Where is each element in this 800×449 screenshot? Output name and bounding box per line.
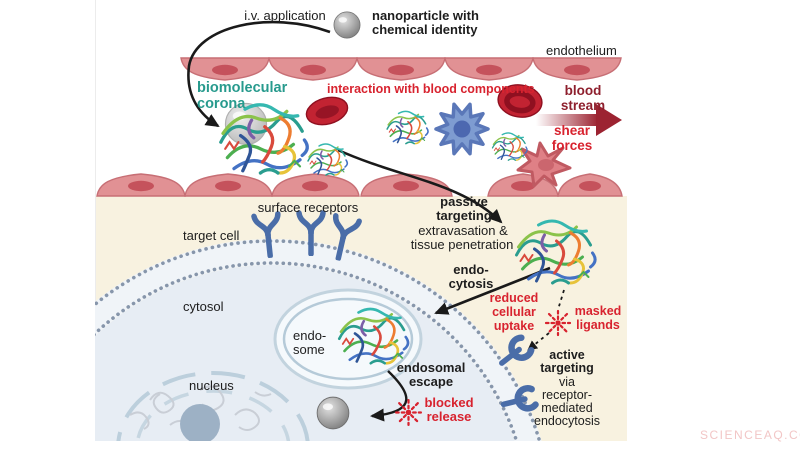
masked-ligands-label-line2: ligands <box>576 318 620 332</box>
blood-stream-label-line2: stream <box>560 98 606 113</box>
membrane-receptor-icon <box>499 334 535 366</box>
endothelium-label: endothelium <box>546 43 617 58</box>
watermark: SCIENCEAQ.COM <box>700 428 800 442</box>
reduced-uptake-label-line1: reduced <box>489 291 539 305</box>
blood-stream-label-line1: blood <box>564 83 602 98</box>
iv-application-label: i.v. application <box>244 8 326 23</box>
endothelium-row-bottom-nuclei <box>128 180 601 192</box>
nucleus-label: nucleus <box>189 378 234 393</box>
active-targeting-label-line6: endocytosis <box>533 414 601 428</box>
target-cell-label: target cell <box>183 228 240 243</box>
passive-targeting-label-line2: targeting <box>436 208 492 223</box>
shear-forces-label-line2: forces <box>551 138 593 153</box>
endothelium-row-top-nuclei <box>212 64 590 76</box>
bloodstream-arrow-icon <box>536 104 622 136</box>
extravasation-arrow <box>337 148 503 224</box>
nucleus <box>116 371 310 441</box>
membrane-receptor-icon <box>500 385 539 412</box>
biomolecular-corona-label-line2: corona <box>197 96 246 112</box>
endosomal-escape-label-line2: escape <box>408 374 454 389</box>
nanoparticle-label-line2: chemical identity <box>372 22 478 37</box>
dendritic-cell-icon <box>434 102 490 156</box>
endosome-label-line2: some <box>293 342 325 357</box>
extravasation-label: extravasation & <box>418 223 508 238</box>
active-targeting-label-line5: mediated <box>541 401 593 415</box>
masked-ligands-label-line1: masked <box>574 304 622 318</box>
masked-ligand-dashed-line <box>557 289 565 311</box>
interaction-label: interaction with blood components <box>327 82 535 96</box>
active-targeting-label-line3: via <box>559 375 575 389</box>
shear-forces-label-line1: shear <box>553 123 591 138</box>
blocked-release-label-line2: release <box>426 409 472 424</box>
surface-receptors-label: surface receptors <box>257 200 359 215</box>
iv-injection-arrow <box>187 20 331 128</box>
endocytosis-label-line1: endo- <box>453 262 489 277</box>
released-nanoparticle-icon <box>316 396 350 430</box>
tissue-penetration-label: tissue penetration <box>410 237 514 252</box>
nucleolus <box>180 404 220 441</box>
passive-targeting-label-line1: passive <box>440 194 488 209</box>
biomolecular-corona-label-line1: biomolecular <box>197 80 288 96</box>
membrane-outer-lipids <box>95 239 542 441</box>
endosome-label-line1: endo- <box>293 328 327 343</box>
nanoparticle-sphere-icon <box>333 11 361 39</box>
active-targeting-label-line1: active <box>549 348 585 362</box>
endocytosis-label-line2: cytosis <box>448 276 494 291</box>
active-targeting-label-line4: receptor- <box>541 388 593 402</box>
red-blood-cell-icon <box>497 84 543 118</box>
nuclear-envelope-outer <box>116 371 310 441</box>
endosomal-escape-label-line1: endosomal <box>396 360 466 375</box>
reduced-uptake-label-line3: uptake <box>493 319 535 333</box>
membrane-inner-lipids <box>95 261 519 441</box>
blocked-release-label-line1: blocked <box>424 395 474 410</box>
nuclear-envelope-inner <box>135 389 291 441</box>
active-targeting-label-line2: targeting <box>540 361 594 375</box>
red-blood-cell-icon <box>305 96 349 126</box>
reduced-uptake-label-line2: cellular <box>492 305 536 319</box>
nanoparticle-label-line1: nanoparticle with <box>372 8 479 23</box>
endosomal-escape-arrow <box>370 370 408 422</box>
cytosol-label: cytosol <box>183 299 224 314</box>
platelet-icon <box>516 141 572 188</box>
masked-to-receptor-dashed-arrow <box>527 332 550 351</box>
